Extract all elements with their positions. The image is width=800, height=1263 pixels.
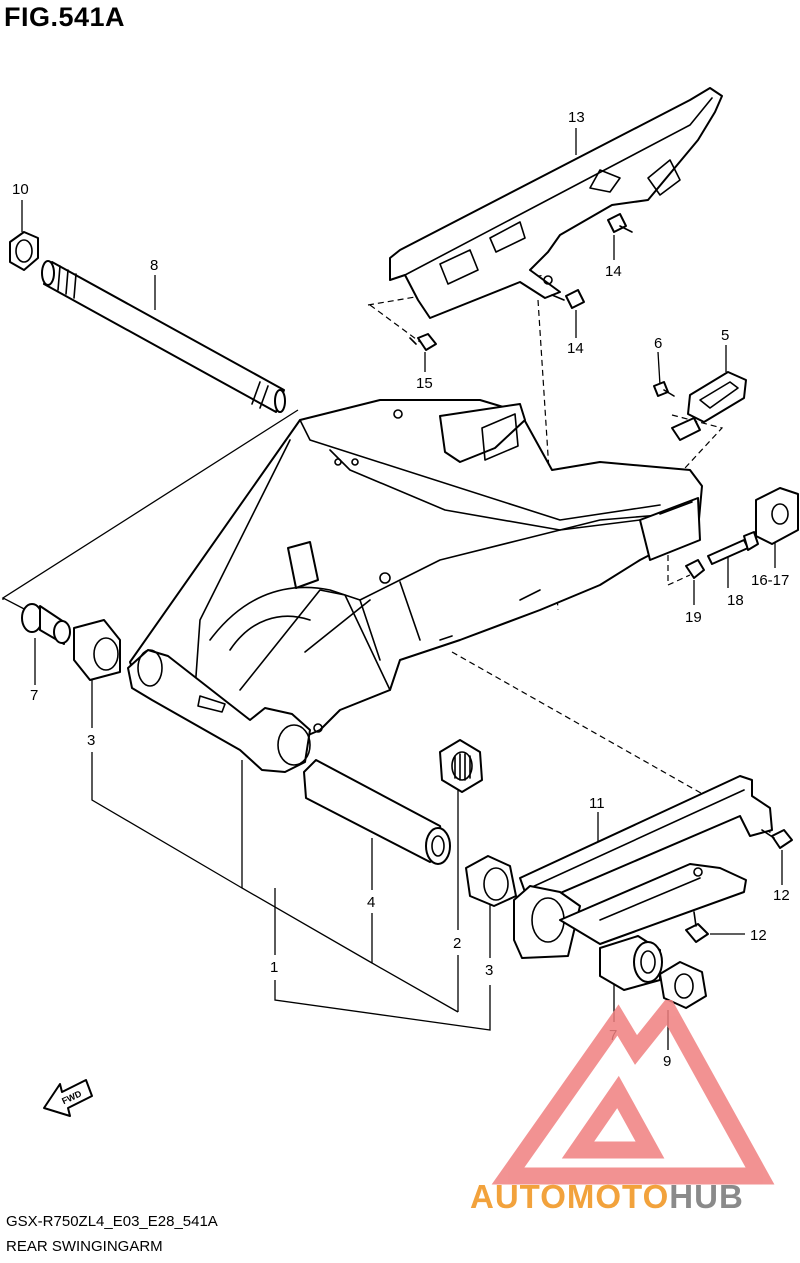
part-name: REAR SWINGINGARM (6, 1238, 163, 1255)
callout-12-upper: 12 (773, 887, 790, 904)
part-7-bush-left (21, 603, 71, 645)
model-code: GSX-R750ZL4_E03_E28_541A (6, 1213, 218, 1230)
part-8-pivot-shaft (41, 260, 286, 413)
callout-19: 19 (685, 609, 702, 626)
part-9-nut (659, 961, 707, 1009)
callout-2: 2 (453, 935, 461, 952)
part-11-chain-buffer (513, 775, 773, 959)
callout-6: 6 (654, 335, 662, 352)
part-15-clip (409, 333, 437, 351)
callout-15: 15 (416, 375, 433, 392)
callout-10: 10 (12, 181, 29, 198)
callout-5: 5 (721, 327, 729, 344)
callout-12-lower: 12 (750, 927, 767, 944)
part-5-hook-bracket (671, 371, 747, 441)
part-2-needle-bearing (439, 739, 483, 793)
callout-1: 1 (270, 959, 278, 976)
automotohub-brand-text: AUTOMOTOHUB (470, 1178, 744, 1216)
callout-13: 13 (568, 109, 585, 126)
part-7-bush-right (599, 935, 663, 991)
part-14-bolt-upper (607, 213, 633, 233)
part-6-bolt (653, 381, 675, 397)
callout-8: 8 (150, 257, 158, 274)
callout-14-upper: 14 (605, 263, 622, 280)
callout-3-right: 3 (485, 962, 493, 979)
callout-3-left: 3 (87, 732, 95, 749)
callout-9: 9 (663, 1053, 671, 1070)
callout-18: 18 (727, 592, 744, 609)
part-14-bolt-lower (551, 289, 585, 309)
part-12-bolt-lower (685, 911, 709, 943)
part-10-nut (9, 231, 39, 271)
brand-part-2: HUB (669, 1178, 744, 1215)
part-3-bearing-left (73, 619, 121, 681)
part-13-chain-guard (389, 87, 723, 319)
callout-11: 11 (589, 795, 605, 812)
part-12-bolt-upper (761, 829, 793, 849)
part-18-adjuster-bolt (707, 531, 759, 565)
brand-part-1: AUTOMOTO (470, 1178, 670, 1215)
dashed-guide-lines (367, 274, 776, 836)
part-16-17-adjuster-block (755, 487, 799, 545)
callout-labels: 10 8 13 14 14 15 6 5 16-17 18 19 7 3 11 … (12, 109, 790, 1070)
callout-4: 4 (367, 894, 375, 911)
part-1-swingarm (127, 399, 703, 773)
fwd-arrow-icon: FWD (43, 1079, 93, 1117)
figure-title: FIG.541A (4, 2, 126, 32)
part-19-nut (685, 559, 705, 579)
part-3-bearing-right (465, 855, 517, 907)
automotohub-logo-icon (491, 1000, 775, 1185)
part-4-spacer (303, 759, 451, 865)
callout-7-left: 7 (30, 687, 38, 704)
callout-14-lower: 14 (567, 340, 584, 357)
callout-16-17: 16-17 (751, 572, 789, 589)
leader-lines (1, 128, 783, 1050)
